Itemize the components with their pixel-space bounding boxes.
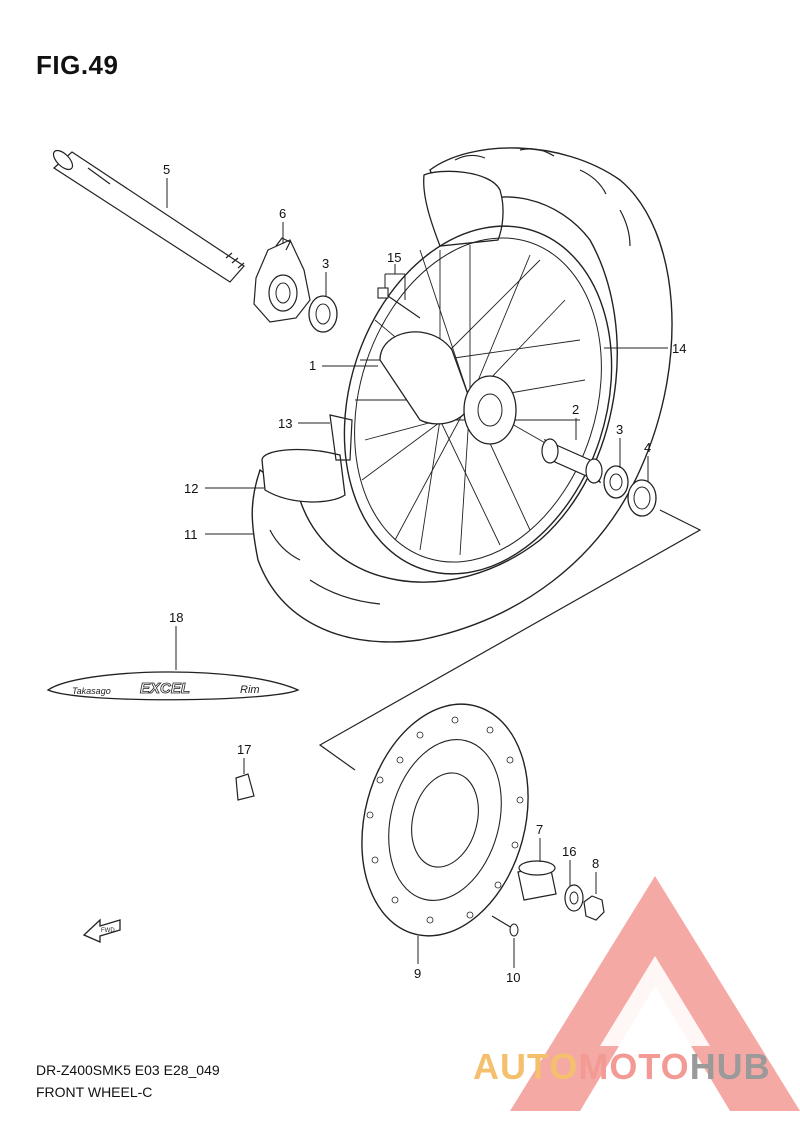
speedometer-gearbox <box>253 237 311 323</box>
oil-seal <box>627 479 657 517</box>
spacer-right <box>541 438 603 484</box>
callout-12: 12 <box>184 481 198 496</box>
model-code: DR-Z400SMK5 E03 E28_049 <box>36 1062 220 1078</box>
axle-nut <box>583 895 605 921</box>
callout-2: 2 <box>572 402 579 417</box>
callout-8: 8 <box>592 856 599 871</box>
callout-9: 9 <box>414 966 421 981</box>
bearing-left <box>308 295 338 333</box>
inner-tube <box>261 170 504 503</box>
tire <box>251 147 673 643</box>
wheel-hub <box>379 331 517 445</box>
fwd-label: FWD <box>101 928 115 934</box>
rim-sticker-suffix: Rim <box>240 684 260 696</box>
callout-7: 7 <box>536 822 543 837</box>
callout-18: 18 <box>169 610 183 625</box>
callout-1: 1 <box>309 358 316 373</box>
valve-cap <box>235 773 255 801</box>
fwd-arrow-icon: FWD <box>82 918 121 943</box>
callout-14: 14 <box>672 341 686 356</box>
section-name: FRONT WHEEL-C <box>36 1084 153 1100</box>
callout-3-right: 3 <box>616 422 623 437</box>
rim-sticker-brand: Takasago <box>72 686 111 696</box>
rim-sticker-name: EXCEL <box>140 680 190 697</box>
figure-title: FIG.49 <box>36 50 119 80</box>
callout-17: 17 <box>237 742 251 757</box>
spoke-nipple <box>377 287 421 319</box>
assembly-guide-lines <box>318 509 702 771</box>
callout-16: 16 <box>562 844 576 859</box>
rim-sticker: Takasago EXCEL Rim <box>46 671 300 701</box>
disc-screw <box>491 915 519 937</box>
spacer-left <box>517 860 557 901</box>
watermark-moto: MOTO <box>578 1046 690 1087</box>
watermark-text: AUTOMOTOHUB <box>473 1046 771 1088</box>
callout-3-left: 3 <box>322 256 329 271</box>
callout-numbers: 1 2 3 3 4 5 6 7 8 9 10 11 12 13 14 15 16… <box>163 162 686 985</box>
callout-10: 10 <box>506 970 520 985</box>
automotohub-logo-icon <box>510 876 800 1111</box>
washer <box>564 884 584 912</box>
bearing-right <box>603 465 629 499</box>
callout-13: 13 <box>278 416 292 431</box>
callout-5: 5 <box>163 162 170 177</box>
callout-leaders <box>166 178 668 968</box>
front-axle <box>52 149 245 283</box>
brake-disc <box>361 703 529 937</box>
callout-15: 15 <box>387 250 401 265</box>
callout-4: 4 <box>644 440 651 455</box>
callout-11: 11 <box>184 527 198 542</box>
watermark-auto: AUTO <box>473 1046 579 1087</box>
callout-6: 6 <box>279 206 286 221</box>
watermark-hub: HUB <box>689 1046 771 1087</box>
